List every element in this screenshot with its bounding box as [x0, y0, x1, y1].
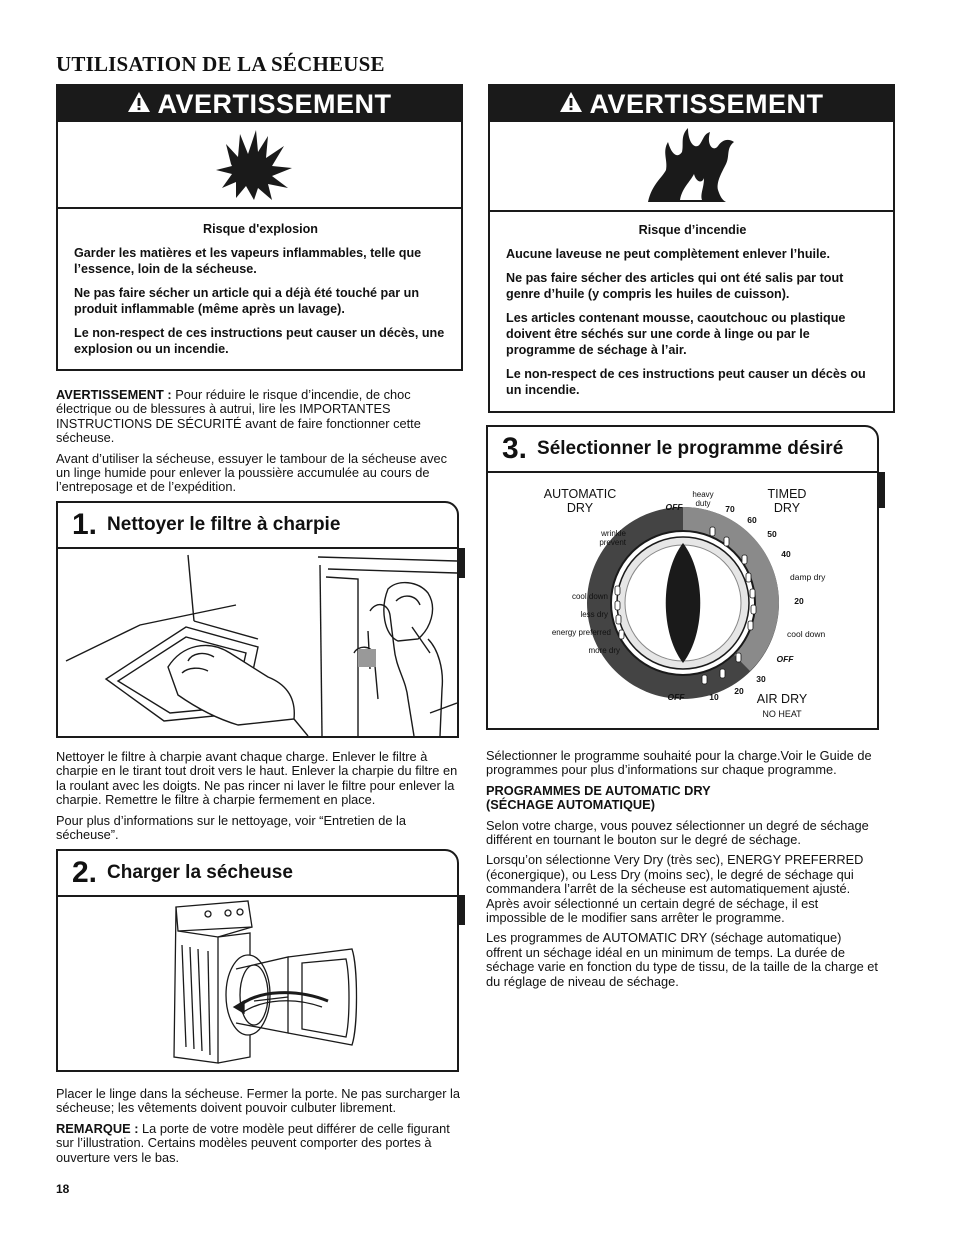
- step-title: Nettoyer le filtre à charpie: [107, 514, 341, 535]
- dial-label-no-heat: NO HEAT: [762, 709, 802, 719]
- warning-paragraph: Ne pas faire sécher des articles qui ont…: [506, 271, 844, 301]
- page-title: UTILISATION DE LA SÉCHEUSE: [56, 52, 385, 76]
- warning-triangle-icon: [559, 89, 583, 120]
- step-2-text: Placer le linge dans la sécheuse. Fermer…: [56, 1086, 466, 1171]
- lint-filter-illustration: [58, 549, 457, 736]
- step-3-paragraph: Sélectionner le programme souhaité pour …: [486, 748, 872, 778]
- step-number: 1.: [72, 508, 98, 541]
- step-3-box: 3. Sélectionner le programme désiré: [486, 425, 879, 730]
- warning-header: AVERTISSEMENT: [58, 86, 461, 122]
- note-lead: REMARQUE :: [56, 1120, 139, 1136]
- explosion-icon: [58, 122, 461, 209]
- dial-label-10: 10: [709, 692, 719, 702]
- dial-label-damp-dry: damp dry: [790, 572, 826, 582]
- step-3-header: 3. Sélectionner le programme désiré: [488, 427, 877, 473]
- dryer-load-illustration: [58, 897, 457, 1070]
- step-3-heading-2: (SÉCHAGE AUTOMATIQUE): [486, 797, 655, 813]
- warning-paragraph: Garder les matières et les vapeurs infla…: [74, 246, 422, 276]
- warning-header-text: AVERTISSEMENT: [589, 88, 824, 119]
- step-number: 2.: [72, 856, 98, 889]
- warning-box-explosion: AVERTISSEMENT Risque d'explosion Garder …: [56, 84, 463, 371]
- intro-paragraph: AVERTISSEMENT : Pour réduire le risque d…: [56, 387, 461, 446]
- step-title: Sélectionner le programme désiré: [537, 438, 844, 459]
- warning-box-fire: AVERTISSEMENT Risque d’incendie Aucune l…: [488, 84, 895, 413]
- warning-header-text: AVERTISSEMENT: [157, 88, 392, 119]
- dial-label-more-dry: more dry: [588, 646, 620, 655]
- warning-title: Risque d’incendie: [638, 223, 747, 237]
- step-2-note: REMARQUE : La porte de votre modèle peut…: [56, 1120, 466, 1165]
- step-2-box: 2. Charger la sécheuse: [56, 849, 459, 1072]
- step-2-header: 2. Charger la sécheuse: [58, 851, 457, 897]
- dial-label-timed: TIMED: [768, 487, 807, 501]
- intro-body: Pour réduire le risque d’incendie, de ch…: [56, 387, 421, 446]
- warning-paragraph: Aucune laveuse ne peut complètement enle…: [506, 247, 831, 261]
- step-3-paragraph-4: Les programmes de AUTOMATIC DRY (séchage…: [486, 930, 878, 989]
- dial-label-off-bottom: OFF: [668, 692, 686, 702]
- dial-label-cool-down-left: cool down: [572, 592, 608, 601]
- note-body: La porte de votre modèle peut différer d…: [56, 1120, 450, 1165]
- dial-label-dry: DRY: [567, 501, 594, 515]
- warning-paragraph: Le non-respect de ces instructions peut …: [506, 367, 866, 397]
- step-1-box: 1. Nettoyer le filtre à charpie: [56, 501, 459, 738]
- dial-label-energy-preferred: energy preferred: [552, 628, 611, 637]
- dial-label-60: 60: [747, 515, 757, 525]
- page-number: 18: [56, 1182, 70, 1196]
- dial-label-off-top: OFF: [666, 502, 684, 512]
- dial-label-cool-down-right: cool down: [787, 629, 826, 639]
- warning-header: AVERTISSEMENT: [490, 86, 893, 122]
- intro-paragraph-2: Avant d’utiliser la sécheuse, essuyer le…: [56, 450, 447, 495]
- warning-paragraph: Le non-respect de ces instructions peut …: [74, 326, 445, 356]
- intro-text: AVERTISSEMENT : Pour réduire le risque d…: [56, 387, 461, 501]
- step-3-paragraph-3: Lorsqu’on sélectionne Very Dry (très sec…: [486, 852, 864, 926]
- step-1-paragraph: Nettoyer le filtre à charpie avant chaqu…: [56, 749, 458, 808]
- dial-label-heavy: heavy: [692, 490, 713, 499]
- dial-label-70: 70: [725, 504, 735, 514]
- step-3-paragraph-2: Selon votre charge, vous pouvez sélectio…: [486, 817, 869, 848]
- warning-paragraph: Les articles contenant mousse, caoutchou…: [506, 311, 846, 357]
- dial-label-wrinkle: wrinkle: [600, 529, 626, 538]
- dial-label-air-dry: AIR DRY: [757, 692, 808, 706]
- step-title: Charger la sécheuse: [107, 862, 293, 883]
- warning-title: Risque d'explosion: [203, 222, 318, 236]
- step-3-text: Sélectionner le programme souhaité pour …: [486, 748, 878, 995]
- step-2-paragraph: Placer le linge dans la sécheuse. Fermer…: [56, 1086, 461, 1116]
- dial-illustration: AUTOMATIC DRY TIMED DRY heavy duty OFF 7…: [488, 473, 877, 728]
- dial-label-automatic: AUTOMATIC: [544, 487, 616, 501]
- dial-label-40: 40: [781, 549, 791, 559]
- step-1-text: Nettoyer le filtre à charpie avant chaqu…: [56, 749, 466, 848]
- step-number: 3.: [502, 432, 528, 465]
- step-3-heading-1: PROGRAMMES DE AUTOMATIC DRY: [486, 782, 711, 798]
- step-1-header: 1. Nettoyer le filtre à charpie: [58, 503, 457, 549]
- dial-label-20: 20: [794, 596, 804, 606]
- dial-label-30: 30: [756, 674, 766, 684]
- step-1-paragraph-2: Pour plus d’informations sur le nettoyag…: [56, 812, 406, 843]
- fire-icon: [490, 122, 893, 212]
- dial-label-prevent: prevent: [599, 538, 626, 547]
- dial-label-20b: 20: [734, 686, 744, 696]
- dial-label-50: 50: [767, 529, 777, 539]
- warning-triangle-icon: [127, 89, 151, 120]
- dial-label-less-dry: less dry: [580, 610, 608, 619]
- intro-lead: AVERTISSEMENT :: [56, 387, 172, 402]
- dial-label-duty: duty: [695, 499, 710, 508]
- dial-label-timed-dry: DRY: [774, 501, 801, 515]
- warning-paragraph: Ne pas faire sécher un article qui a déj…: [74, 286, 420, 316]
- dial-label-off-right: OFF: [777, 654, 795, 664]
